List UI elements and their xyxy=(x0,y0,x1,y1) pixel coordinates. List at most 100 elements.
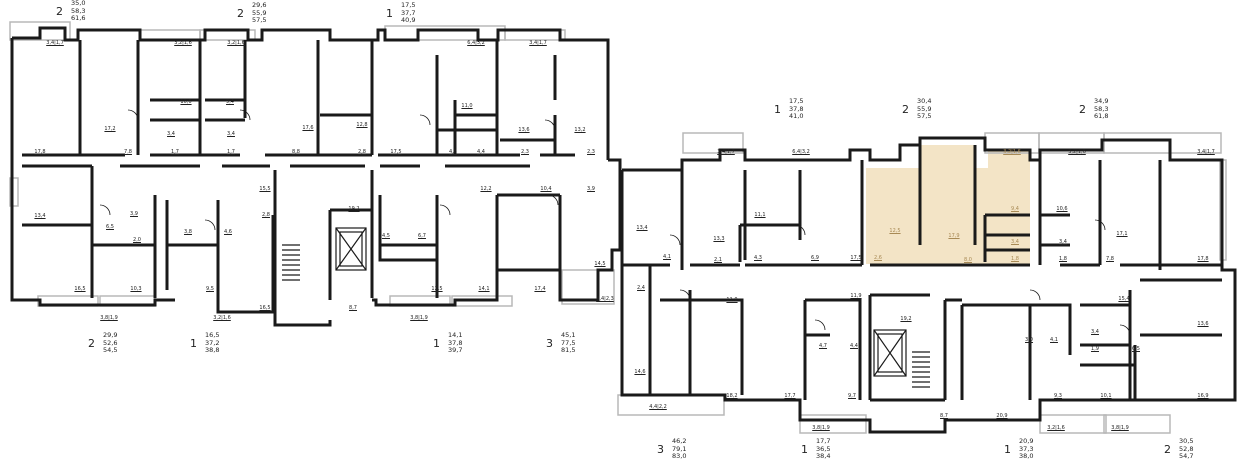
room-area-label: 13,2 xyxy=(574,127,586,133)
room-area-label: 16,9 xyxy=(1197,393,1209,399)
room-area-label: 3,4 xyxy=(1091,329,1099,335)
room-area-label: 7,8 xyxy=(124,149,132,155)
room-area-label: 11,9 xyxy=(850,293,862,299)
room-area-label: 10,6 xyxy=(1056,206,1068,212)
room-area-label: 19,2 xyxy=(348,206,360,212)
highlighted-apartment xyxy=(866,168,988,264)
room-area-label: 10,6 xyxy=(180,99,192,105)
room-area-label: 13,4 xyxy=(34,213,46,219)
room-area-label: 17,8 xyxy=(1197,256,1209,262)
left-block xyxy=(10,26,622,327)
room-area-label: 4,4|2,3 xyxy=(596,296,614,302)
room-area-label: 12,8 xyxy=(356,122,368,128)
room-area-label: 3,4 xyxy=(1059,239,1067,245)
room-area-label: 6,4|3,2 xyxy=(792,149,810,155)
room-area-label: 3,9 xyxy=(130,211,138,217)
balconies xyxy=(9,21,1227,434)
room-area-label: 12,2 xyxy=(480,186,492,192)
room-area-label: 17,5 xyxy=(390,149,402,155)
room-area-label: 3,8|1,9 xyxy=(100,315,118,321)
room-area-label: 3,2|1,6 xyxy=(213,315,231,321)
room-area-label: 17,4 xyxy=(534,286,546,292)
right-block xyxy=(620,136,1237,434)
room-area-label: 9,4 xyxy=(226,99,234,105)
room-area-label: 18,2 xyxy=(726,393,738,399)
room-area-label: 17,5 xyxy=(850,255,862,261)
room-area-label: 8,7 xyxy=(940,413,948,419)
room-area-label: 12,5 xyxy=(431,286,443,292)
room-area-label: 10,1 xyxy=(1100,393,1112,399)
room-area-label: 3,2|1,6 xyxy=(1068,149,1086,155)
room-area-label: 3,2|1,6 xyxy=(227,40,245,46)
right-core xyxy=(873,329,930,388)
room-area-label: 2,6 xyxy=(874,255,882,261)
room-area-label: 2,3 xyxy=(587,149,595,155)
room-area-label: 2,0 xyxy=(133,237,141,243)
room-area-label: 20,9 xyxy=(996,413,1008,419)
room-area-label: 3,2|1,6 xyxy=(174,40,192,46)
room-area-label: 3,8 xyxy=(184,229,192,235)
room-area-label: 2,8 xyxy=(358,149,366,155)
room-area-label: 4,4|2,2 xyxy=(649,404,667,410)
room-area-label: 14,1 xyxy=(478,286,490,292)
room-area-label: 4,7 xyxy=(819,343,827,349)
room-area-label: 9,5 xyxy=(206,286,214,292)
room-area-label: 16,5 xyxy=(259,305,271,311)
room-area-label: 1,8 xyxy=(1011,256,1019,262)
room-area-label: 3,9 xyxy=(587,186,595,192)
room-area-label: 16,5 xyxy=(74,286,86,292)
room-area-label: 13,6 xyxy=(518,127,530,133)
room-area-label: 6,9 xyxy=(811,255,819,261)
room-area-label: 9,3 xyxy=(1054,393,1062,399)
room-area-label: 3,4|1,7 xyxy=(1197,149,1215,155)
left-core xyxy=(282,227,367,281)
room-area-label: 13,6 xyxy=(1197,321,1209,327)
room-area-label: 3,4 xyxy=(1011,239,1019,245)
room-area-label: 4,4 xyxy=(850,343,858,349)
room-area-label: 17,8 xyxy=(34,149,46,155)
room-area-label: 14,5 xyxy=(594,261,606,267)
room-area-label: 1,7 xyxy=(171,149,179,155)
room-area-label: 3,4|1,7 xyxy=(46,40,64,46)
room-area-label: 10,4 xyxy=(540,186,552,192)
room-area-label: 2,3 xyxy=(521,149,529,155)
room-area-label: 6,4|3,2 xyxy=(467,40,485,46)
room-area-label: 3,2|1,6 xyxy=(1047,425,1065,431)
room-area-label: 3,0 xyxy=(1025,337,1033,343)
room-area-label: 10,3 xyxy=(130,286,142,292)
room-area-label: 8,8 xyxy=(292,149,300,155)
room-area-label: 14,6 xyxy=(634,369,646,375)
room-area-label: 3,8|1,9 xyxy=(812,425,830,431)
room-area-label: 11,0 xyxy=(726,297,738,303)
room-area-label: 4,6 xyxy=(224,229,232,235)
room-area-label: 17,1 xyxy=(1116,231,1128,237)
room-area-label: 7,8 xyxy=(1106,256,1114,262)
room-area-label: 2,8 xyxy=(262,212,270,218)
room-area-label: 15,4 xyxy=(1118,296,1130,302)
room-area-label: 3,2|1,6 xyxy=(1003,149,1021,155)
room-area-label: 8,7 xyxy=(349,305,357,311)
room-area-label: 1,7 xyxy=(227,149,235,155)
room-area-label: 4,1 xyxy=(1050,337,1058,343)
room-area-label: 6,7 xyxy=(418,233,426,239)
room-area-label: 17,9 xyxy=(948,233,960,239)
room-area-label: 1,9 xyxy=(1091,346,1099,352)
room-area-label: 9,7 xyxy=(848,393,856,399)
room-area-label: 3,4 xyxy=(167,131,175,137)
room-area-label: 12,5 xyxy=(889,228,901,234)
room-area-label: 3,8|1,9 xyxy=(1111,425,1129,431)
room-area-label: 4,5 xyxy=(382,233,390,239)
room-area-label: 3,4|1,7 xyxy=(529,40,547,46)
